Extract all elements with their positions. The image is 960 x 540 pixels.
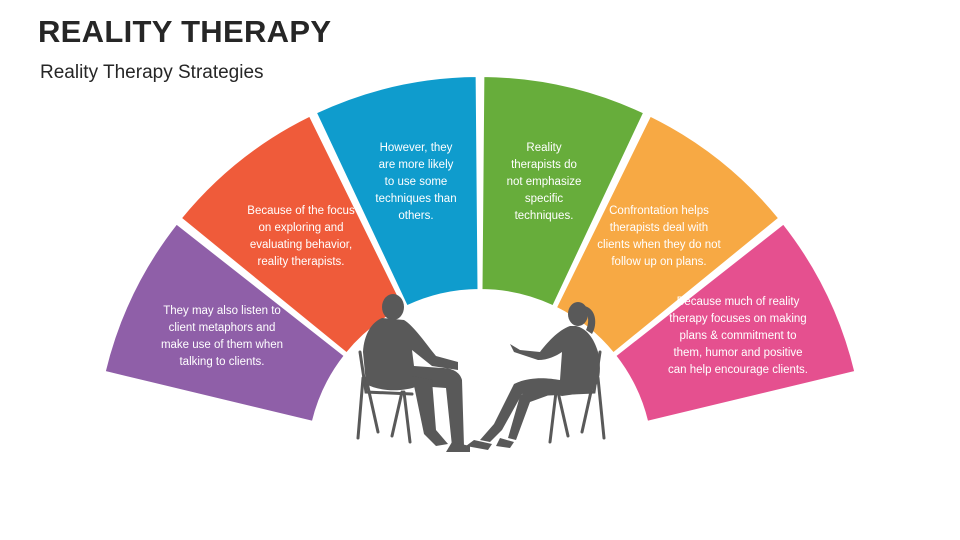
segment-6	[613, 222, 857, 424]
page-title: REALITY THERAPY	[38, 14, 332, 49]
segment-2-text: Because of the focus on exploring and ev…	[247, 205, 355, 268]
page-subtitle: Reality Therapy Strategies	[40, 62, 264, 83]
segment-4	[480, 75, 646, 308]
segment-2	[179, 114, 406, 355]
therapy-session-silhouette-icon	[356, 294, 606, 452]
segment-3-text: However, they are more likely to use som…	[375, 142, 457, 222]
segment-1	[103, 222, 347, 424]
segment-1-text: They may also listen to client metaphors…	[160, 305, 284, 368]
segment-4-text: Reality therapists do not emphasize spec…	[506, 142, 582, 222]
segment-3	[314, 75, 480, 308]
segment-6-text: Because much of reality therapy focuses …	[667, 296, 808, 376]
segment-5-text: Confrontation helps therapists deal with…	[597, 205, 721, 268]
